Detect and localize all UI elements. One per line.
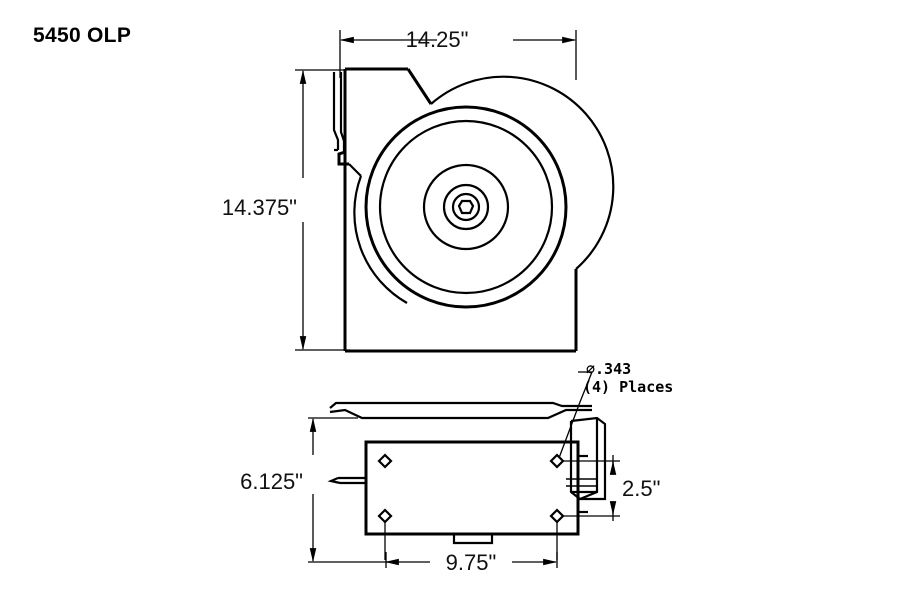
mounting-hole-top-left: [377, 453, 393, 469]
mounting-hole-top-right: [549, 453, 565, 469]
inlet-riser-detail: [332, 72, 362, 177]
dimension-label-hole-spacing: 2.5": [622, 476, 660, 501]
page-title: 5450 OLP: [33, 24, 132, 47]
hub-mid-ring: [442, 183, 490, 231]
mounting-holes: [377, 453, 565, 524]
dimension-hole-spacing: 2.5": [609, 455, 660, 521]
dimension-base-height: 6.125": [240, 417, 388, 563]
cover-profile: [329, 401, 592, 420]
dimension-base-width: 9.75": [384, 550, 558, 575]
hole-callout-leader: [558, 371, 593, 459]
center-tab: [452, 534, 494, 545]
base-plate-outline: [364, 440, 580, 536]
outer-drum-arc: [353, 75, 615, 304]
dimension-label-base-height: 6.125": [240, 469, 303, 494]
hub-outer-ring: [422, 163, 510, 251]
end-bracket: [566, 416, 607, 501]
spool-inner-disc: [378, 119, 554, 295]
callout-hole-count: (4) Places: [583, 378, 673, 396]
dimension-label-base-width: 9.75": [446, 550, 497, 575]
spool-outer-disc: [364, 105, 568, 309]
callout-hole-diameter: ⌀.343: [586, 360, 631, 378]
dimension-label-overall-width: 14.25": [406, 27, 469, 52]
front-elevation-view: 14.25" 14.375": [222, 27, 615, 353]
reel-frame-outline: [343, 67, 578, 353]
hole-centerlines: [384, 460, 620, 560]
mounting-hole-bottom-left: [377, 508, 393, 524]
bottom-plan-view: ⌀.343 (4) Places 6.125" 9.75": [240, 360, 673, 575]
dimension-label-overall-height: 14.375": [222, 195, 297, 220]
left-side-projection-tip: [327, 476, 341, 485]
axle-center-hex: [457, 199, 475, 215]
mounting-hole-bottom-right: [549, 508, 565, 524]
hub-inner-ring: [451, 192, 481, 222]
